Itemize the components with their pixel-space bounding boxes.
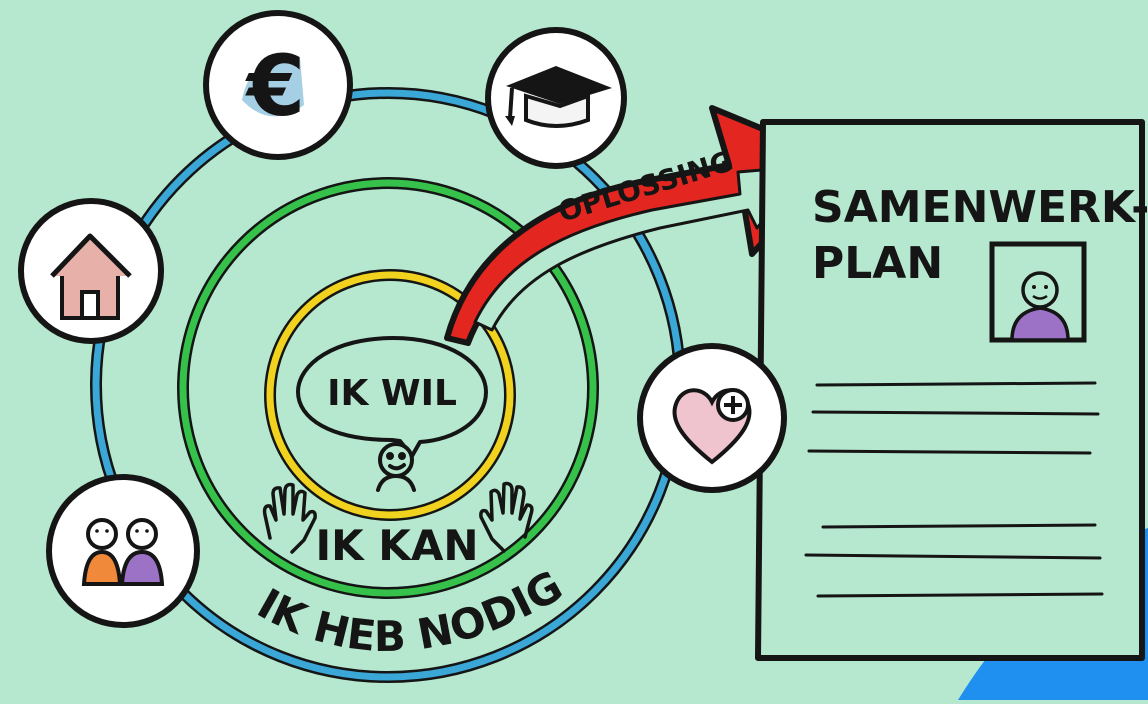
plan-title-line2: PLAN: [812, 238, 943, 289]
euro-icon: €: [203, 10, 353, 160]
plan-title-line1: SAMENWERK-: [812, 182, 1148, 233]
heart-plus-icon: [637, 343, 787, 493]
graduation-cap-icon: [485, 27, 627, 169]
left-hand-icon: [262, 482, 317, 554]
middle-ring-label: IK KAN: [316, 521, 479, 570]
person-figure: [376, 442, 416, 492]
right-hand-icon: [479, 481, 534, 553]
house-icon: [18, 198, 164, 344]
svg-text:€: €: [245, 37, 305, 135]
speech-bubble: IK WIL: [296, 336, 488, 458]
plan-document: SAMENWERK- PLAN: [755, 119, 1148, 661]
two-people-icon: [46, 474, 200, 628]
plan-text-lines: [804, 381, 1104, 598]
portrait-icon: [989, 241, 1087, 343]
inner-ring-label: IK WIL: [327, 373, 457, 414]
